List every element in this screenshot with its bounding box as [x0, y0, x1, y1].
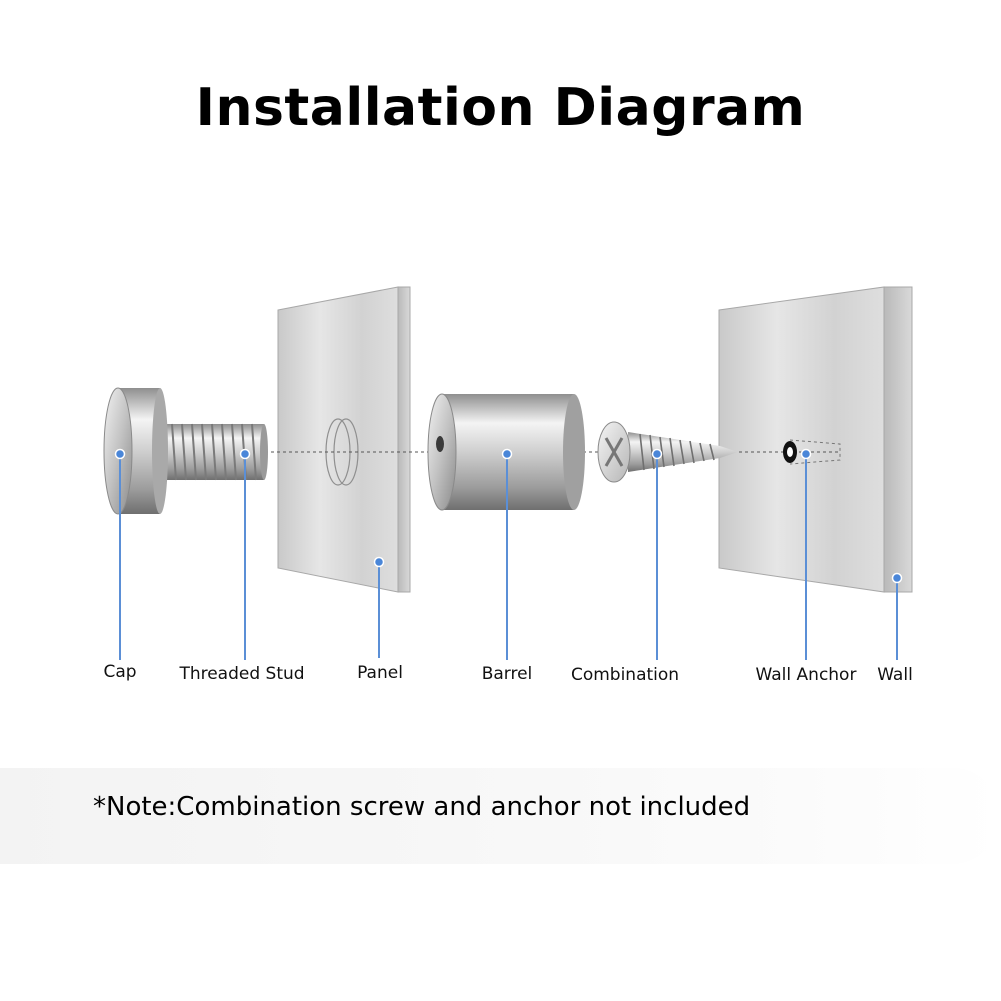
panel-shape — [277, 286, 411, 593]
label-threaded-stud: Threaded Stud — [179, 664, 305, 684]
label-wall: Wall — [877, 665, 913, 685]
threaded-stud-shape — [160, 423, 268, 481]
note-text: *Note:Combination screw and anchor not i… — [93, 792, 751, 822]
label-panel: Panel — [357, 663, 403, 683]
dot-cap — [114, 448, 126, 460]
screw-shape — [597, 421, 738, 483]
label-cap: Cap — [103, 662, 137, 682]
dot-wall — [891, 572, 903, 584]
wall-anchor-shape — [783, 439, 841, 465]
label-combination: Combination — [570, 665, 680, 685]
cap-shape — [103, 387, 168, 515]
dot-barrel — [501, 448, 513, 460]
dot-threaded-stud — [239, 448, 251, 460]
label-wall-anchor: Wall Anchor — [755, 665, 857, 685]
dot-panel — [373, 556, 385, 568]
dot-wall-anchor — [800, 448, 812, 460]
note-background — [0, 768, 1001, 864]
wall-shape — [718, 286, 913, 593]
dot-combination — [651, 448, 663, 460]
diagram-title: Installation Diagram — [195, 78, 806, 138]
leader-lines — [119, 454, 898, 660]
leader-dots — [114, 448, 903, 584]
label-barrel: Barrel — [481, 664, 533, 684]
